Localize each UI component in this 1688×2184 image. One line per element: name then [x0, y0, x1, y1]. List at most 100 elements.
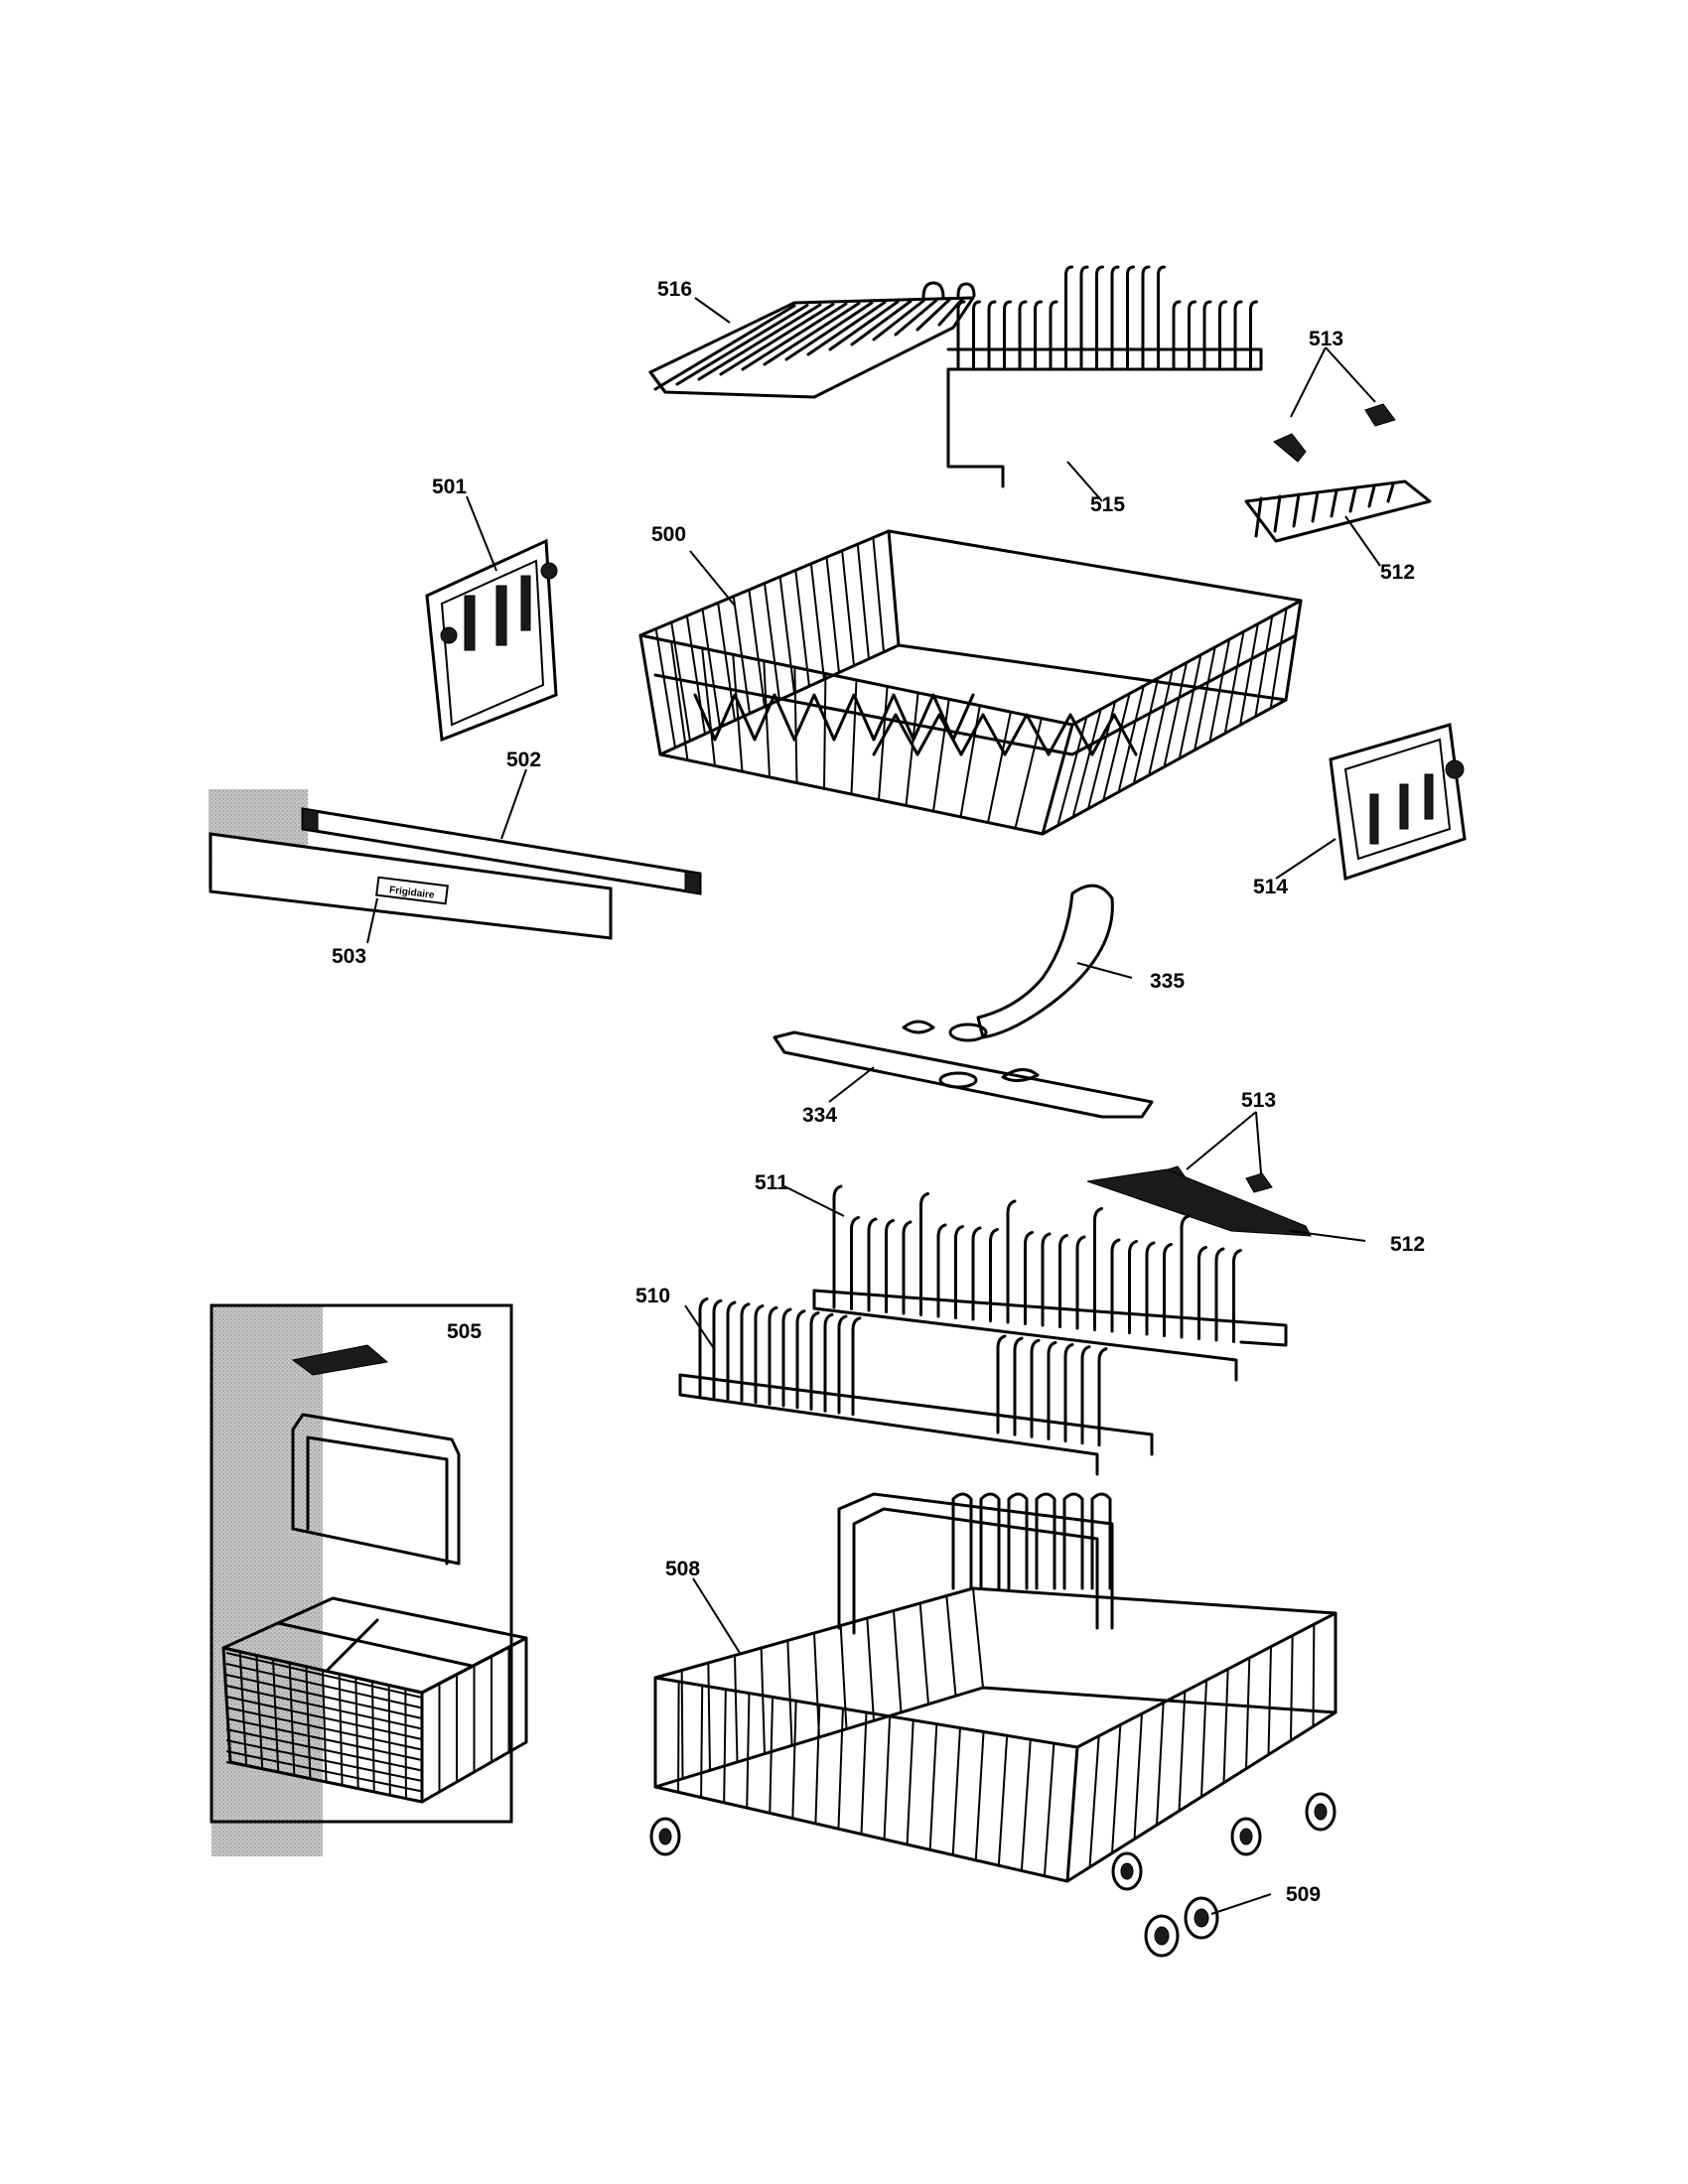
rack-post	[685, 615, 706, 735]
rack-post	[841, 550, 855, 666]
rack-post	[760, 1647, 766, 1754]
tine	[837, 1314, 848, 1415]
fold-tine	[1062, 1492, 1084, 1590]
callout-501: 501	[432, 476, 467, 498]
tine	[1157, 265, 1166, 371]
lower-rack-part[interactable]	[649, 1492, 1337, 1891]
rack-post	[680, 1670, 684, 1779]
fold-tine	[951, 1492, 973, 1590]
callout-509: 509	[1286, 1883, 1321, 1906]
tine	[768, 1305, 778, 1406]
tine	[972, 300, 981, 371]
grid-bar	[1367, 484, 1376, 508]
rack-post	[677, 1681, 680, 1793]
rack-post	[1132, 677, 1160, 784]
rack-clip-pair-upper[interactable]	[1273, 403, 1396, 463]
basket-divider	[326, 1618, 379, 1672]
wheel	[1111, 1851, 1143, 1891]
tine	[1202, 300, 1212, 371]
lower-spray-arm-part[interactable]	[773, 1030, 1154, 1119]
rack-post	[987, 711, 1012, 823]
lower-tine-row-back-part[interactable]	[812, 1184, 1288, 1382]
rack-post	[732, 596, 751, 714]
tine	[1145, 1241, 1156, 1336]
tine	[1110, 265, 1120, 371]
tine	[1018, 300, 1028, 371]
upper-tine-row-part[interactable]	[946, 265, 1263, 488]
upper-fold-down-grid-part[interactable]	[1244, 479, 1432, 543]
tine	[781, 1307, 792, 1408]
rack-post	[746, 1693, 751, 1809]
rack-post	[769, 1697, 774, 1814]
shelf-rib	[828, 300, 900, 351]
tine	[1003, 300, 1012, 371]
rack-post	[888, 530, 900, 646]
rack-post	[1178, 1691, 1187, 1812]
tine	[956, 300, 966, 371]
rack-post	[1290, 1635, 1294, 1741]
rack-post	[670, 621, 691, 742]
callout-510: 510	[635, 1285, 670, 1307]
wheel-hub	[658, 1828, 672, 1845]
cup-shelf-part[interactable]	[648, 281, 976, 399]
tine	[971, 1226, 982, 1321]
callout-335: 335	[1150, 970, 1185, 993]
rack-post	[764, 583, 780, 701]
tine	[1030, 1338, 1041, 1438]
rack-post	[1117, 685, 1145, 793]
rack-post	[905, 692, 919, 806]
wheel	[649, 1817, 681, 1856]
rack-wheel-part[interactable]	[1144, 1896, 1219, 1958]
callout-516: 516	[657, 278, 692, 301]
basket-bar	[225, 1706, 423, 1751]
tine	[1041, 1232, 1052, 1327]
lower-tine-row-front-part[interactable]	[678, 1297, 1154, 1476]
rack-post	[734, 1655, 739, 1763]
tine	[754, 1304, 765, 1404]
silverware-basket-inset[interactable]	[210, 1303, 528, 1856]
fold-tine	[1007, 1492, 1029, 1590]
basket-bar	[222, 1647, 231, 1763]
rack-post	[872, 537, 885, 652]
fold-tine	[979, 1492, 1001, 1590]
tine	[1047, 1340, 1057, 1440]
left-rack-adjuster-part[interactable]	[425, 538, 558, 743]
spray-arm-feed-tube-part[interactable]	[902, 884, 1114, 1082]
rack-post	[700, 1685, 704, 1798]
rack-post	[707, 1662, 711, 1771]
leader-lines	[366, 297, 1381, 1915]
rack-post	[1102, 693, 1131, 801]
callout-508: 508	[665, 1558, 700, 1580]
callout-334: 334	[802, 1104, 837, 1127]
upper-rack-part[interactable]	[638, 529, 1303, 836]
grid-bar	[1254, 496, 1263, 538]
callout-511: 511	[755, 1171, 788, 1194]
shelf-rib	[850, 300, 913, 346]
basket-divider	[276, 1621, 474, 1668]
right-rack-adjuster-part[interactable]	[1329, 723, 1467, 882]
rack-post	[1200, 1680, 1207, 1798]
rack-post	[997, 1735, 1009, 1866]
rack-post	[1194, 646, 1216, 751]
basket-bar	[225, 1663, 423, 1709]
fold-tine	[1035, 1492, 1056, 1590]
shelf-rib	[741, 302, 848, 371]
tine	[1013, 1336, 1024, 1436]
basket-bar	[404, 1689, 407, 1799]
lower-fold-down-grid-part[interactable]	[1086, 1168, 1312, 1237]
rack-post	[732, 654, 744, 772]
shelf-rib	[784, 301, 874, 361]
tine	[1097, 1347, 1108, 1447]
rack-post	[906, 1719, 914, 1845]
rack-post	[794, 570, 810, 687]
callout-labels: 516 513 515 512 501 500 502 514 503 335 …	[332, 278, 1425, 1906]
tine	[989, 1228, 999, 1322]
nameplate-strip-part[interactable]: Frigidaire	[209, 832, 613, 940]
tine	[1110, 1238, 1121, 1333]
rack-post	[791, 1701, 797, 1819]
wheel	[1305, 1792, 1336, 1832]
rack-post	[932, 699, 950, 812]
grid-bar	[1311, 490, 1320, 523]
basket-bar	[305, 1666, 312, 1779]
